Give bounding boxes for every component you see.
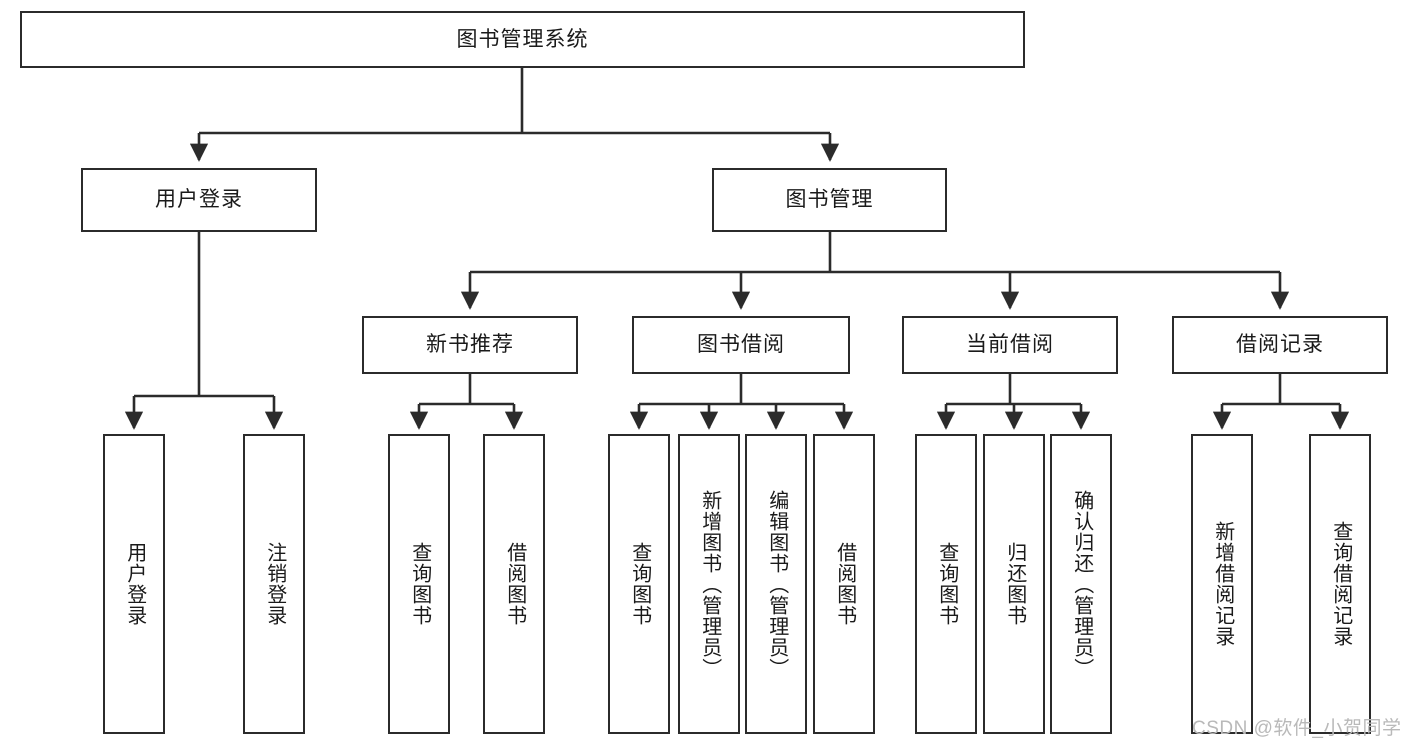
leaf-return-book[interactable]: 归还图书: [983, 434, 1045, 734]
leaf-label: 新增图书（管理员）: [698, 489, 721, 679]
node-current-borrow[interactable]: 当前借阅: [902, 316, 1118, 374]
leaf-label: 借阅图书: [503, 542, 526, 626]
leaf-label: 归还图书: [1003, 542, 1026, 626]
leaf-label: 借阅图书: [833, 542, 856, 626]
leaf-query-book-recommend[interactable]: 查询图书: [388, 434, 450, 734]
leaf-query-borrow-record[interactable]: 查询借阅记录: [1309, 434, 1371, 734]
leaf-borrow-book[interactable]: 借阅图书: [813, 434, 875, 734]
node-root[interactable]: 图书管理系统: [20, 11, 1025, 68]
leaf-add-book-admin[interactable]: 新增图书（管理员）: [678, 434, 740, 734]
watermark-text: CSDN @软件_小贺同学: [1192, 718, 1402, 739]
leaf-label: 注销登录: [263, 542, 286, 626]
leaf-label: 查询图书: [935, 542, 958, 626]
leaf-label: 编辑图书（管理员）: [765, 489, 788, 679]
leaf-label: 确认归还（管理员）: [1070, 489, 1093, 679]
leaf-user-login[interactable]: 用户登录: [103, 434, 165, 734]
leaf-edit-book-admin[interactable]: 编辑图书（管理员）: [745, 434, 807, 734]
node-new-book-recommend[interactable]: 新书推荐: [362, 316, 578, 374]
leaf-confirm-return-admin[interactable]: 确认归还（管理员）: [1050, 434, 1112, 734]
leaf-borrow-book-recommend[interactable]: 借阅图书: [483, 434, 545, 734]
node-borrow-record[interactable]: 借阅记录: [1172, 316, 1388, 374]
leaf-add-borrow-record[interactable]: 新增借阅记录: [1191, 434, 1253, 734]
leaf-label: 用户登录: [123, 542, 146, 626]
node-user-login[interactable]: 用户登录: [81, 168, 317, 232]
leaf-query-book-current[interactable]: 查询图书: [915, 434, 977, 734]
node-book-manage[interactable]: 图书管理: [712, 168, 947, 232]
leaf-label: 新增借阅记录: [1211, 521, 1234, 647]
leaf-label: 查询图书: [408, 542, 431, 626]
node-book-borrow[interactable]: 图书借阅: [632, 316, 850, 374]
leaf-label: 查询图书: [628, 542, 651, 626]
leaf-query-book-borrow[interactable]: 查询图书: [608, 434, 670, 734]
leaf-label: 查询借阅记录: [1329, 521, 1352, 647]
leaf-logout-login[interactable]: 注销登录: [243, 434, 305, 734]
